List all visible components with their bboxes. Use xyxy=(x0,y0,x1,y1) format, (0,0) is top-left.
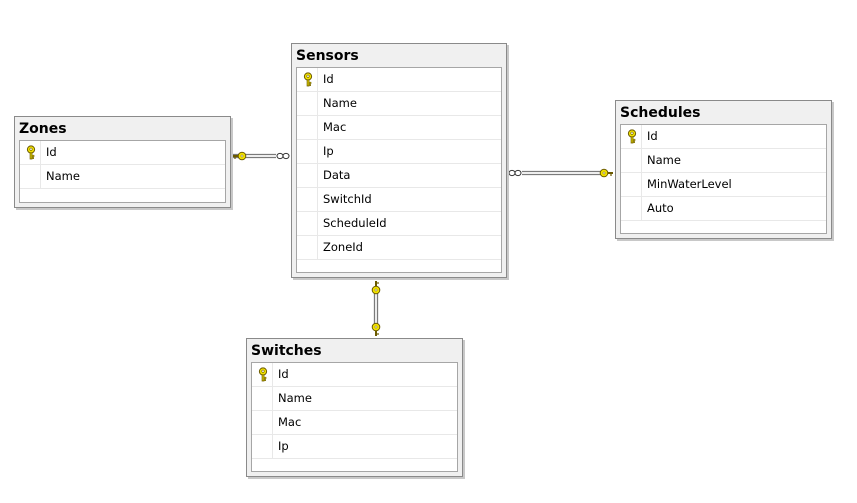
column-row[interactable]: Name xyxy=(621,149,826,173)
column-row[interactable]: Name xyxy=(297,92,501,116)
column-name: ScheduleId xyxy=(323,216,387,230)
many-end-icon xyxy=(282,152,290,160)
column-name: ZoneId xyxy=(323,240,363,254)
one-end-key-icon xyxy=(374,325,378,329)
column-row[interactable]: Name xyxy=(20,165,225,189)
column-name: Name xyxy=(323,96,357,110)
row-selector xyxy=(20,165,41,188)
column-name: Id xyxy=(647,129,658,143)
column-name: Data xyxy=(323,168,351,182)
row-selector xyxy=(297,236,318,259)
column-row[interactable]: MinWaterLevel xyxy=(621,173,826,197)
column-row-primary-key[interactable]: Id xyxy=(297,68,501,92)
column-name: Name xyxy=(46,169,80,183)
column-row-primary-key[interactable]: Id xyxy=(252,363,457,387)
column-name: Auto xyxy=(647,201,674,215)
column-row[interactable]: Mac xyxy=(297,116,501,140)
row-selector xyxy=(20,141,41,164)
row-selector xyxy=(297,164,318,187)
row-selector xyxy=(252,435,273,458)
table-title: Sensors xyxy=(296,48,359,64)
table-title: Switches xyxy=(251,343,322,359)
row-selector xyxy=(252,363,273,386)
column-row[interactable]: Mac xyxy=(252,411,457,435)
row-selector xyxy=(297,92,318,115)
column-name: Ip xyxy=(278,439,289,453)
column-row[interactable]: Ip xyxy=(297,140,501,164)
column-row[interactable]: Data xyxy=(297,164,501,188)
column-row[interactable]: ZoneId xyxy=(297,236,501,260)
column-name: Ip xyxy=(323,144,334,158)
column-row[interactable]: SwitchId xyxy=(297,188,501,212)
column-name: SwitchId xyxy=(323,192,372,206)
row-selector xyxy=(297,212,318,235)
row-selector xyxy=(621,149,642,172)
column-row-primary-key[interactable]: Id xyxy=(621,125,826,149)
many-end-icon xyxy=(514,169,522,177)
column-name: Id xyxy=(323,72,334,86)
row-selector xyxy=(621,173,642,196)
row-selector xyxy=(297,188,318,211)
many-end-icon xyxy=(508,169,516,177)
column-name: Id xyxy=(278,367,289,381)
row-selector xyxy=(252,387,273,410)
column-name: Name xyxy=(278,391,312,405)
primary-key-icon xyxy=(627,129,637,144)
primary-key-icon xyxy=(258,367,268,382)
one-end-key-icon xyxy=(602,171,606,175)
row-selector xyxy=(297,140,318,163)
column-name: Name xyxy=(647,153,681,167)
table-title: Zones xyxy=(19,121,67,137)
column-name: Mac xyxy=(323,120,347,134)
column-row[interactable]: Ip xyxy=(252,435,457,459)
row-selector xyxy=(252,411,273,434)
row-selector xyxy=(621,125,642,148)
column-row[interactable]: Name xyxy=(252,387,457,411)
row-selector xyxy=(297,68,318,91)
row-selector xyxy=(621,197,642,220)
column-row[interactable]: ScheduleId xyxy=(297,212,501,236)
column-name: MinWaterLevel xyxy=(647,177,732,191)
one-end-key-icon xyxy=(240,154,244,158)
column-row-primary-key[interactable]: Id xyxy=(20,141,225,165)
many-end-icon xyxy=(276,152,284,160)
primary-key-icon xyxy=(303,72,313,87)
primary-key-icon xyxy=(26,145,36,160)
column-name: Mac xyxy=(278,415,302,429)
table-title: Schedules xyxy=(620,105,701,121)
row-selector xyxy=(297,116,318,139)
one-end-key-icon xyxy=(374,288,378,292)
column-row[interactable]: Auto xyxy=(621,197,826,221)
column-name: Id xyxy=(46,145,57,159)
